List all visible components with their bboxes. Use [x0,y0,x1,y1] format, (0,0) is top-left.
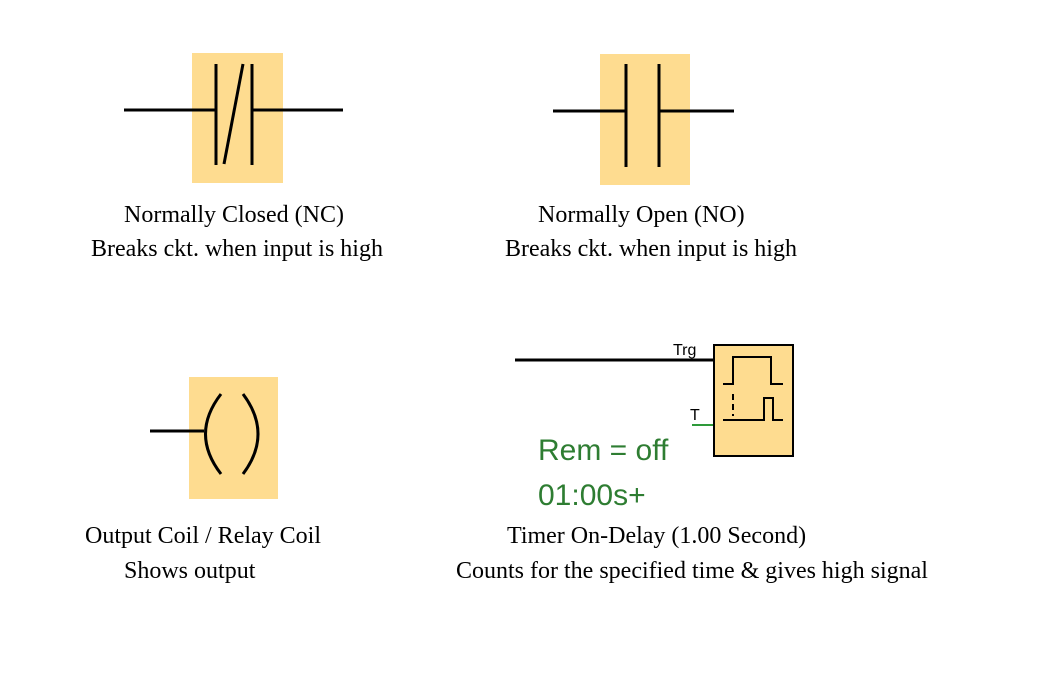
coil-title: Output Coil / Relay Coil [85,523,322,549]
timer-on-delay-symbol [515,344,794,457]
timer-delayed-output-icon [723,397,783,421]
timer-remanence-setting: Rem = off [538,434,669,467]
timer-block [713,344,794,457]
output-coil-background [189,377,278,499]
nc-diagonal-slash [222,63,245,165]
timer-title: Timer On-Delay (1.00 Second) [507,523,807,549]
no-contact-background [600,54,690,185]
timer-trg-label: Trg [673,342,697,359]
coil-description: Shows output [124,558,256,584]
nc-title: Normally Closed (NC) [124,202,344,228]
no-contact-symbol [553,54,734,185]
coil-left-arc [204,393,223,475]
nc-contact-symbol [124,53,343,183]
timer-time-setting: 01:00s+ [538,479,646,512]
timer-description: Counts for the specified time & gives hi… [456,558,928,584]
no-title: Normally Open (NO) [538,202,745,228]
output-coil-symbol [150,377,278,499]
timer-t-label: T [690,407,700,424]
coil-right-arc [241,393,260,475]
nc-description: Breaks ckt. when input is high [91,236,383,262]
no-description: Breaks ckt. when input is high [505,236,797,262]
timer-trigger-pulse-icon [723,356,783,385]
nc-contact-background [192,53,283,183]
